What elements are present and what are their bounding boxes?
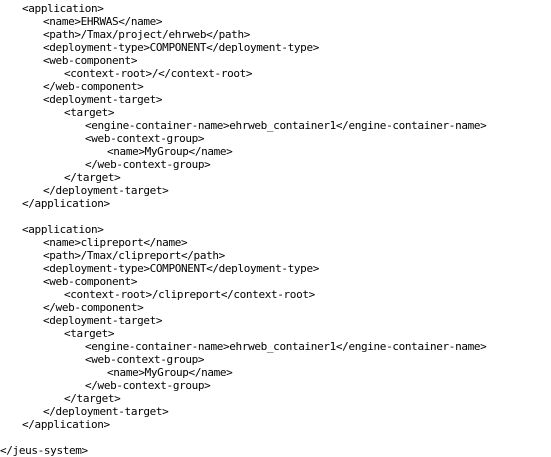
code-line: <context-root>/clipreport</context-root> bbox=[64, 288, 315, 301]
code-line: <target> bbox=[64, 327, 115, 340]
code-line: <name>MyGroup</name> bbox=[107, 145, 233, 158]
code-line: <application> bbox=[22, 223, 104, 236]
code-line: </target> bbox=[64, 392, 121, 405]
code-line: <web-context-group> bbox=[85, 132, 205, 145]
code-line: </application> bbox=[22, 197, 110, 210]
code-line: </deployment-target> bbox=[43, 405, 169, 418]
code-line: <name>EHRWAS</name> bbox=[43, 15, 163, 28]
code-line: <context-root>/</context-root> bbox=[64, 67, 253, 80]
code-line: <name>MyGroup</name> bbox=[107, 366, 233, 379]
code-line: </target> bbox=[64, 171, 121, 184]
code-line: <deployment-target> bbox=[43, 314, 163, 327]
code-line: <application> bbox=[22, 2, 104, 15]
code-line: </deployment-target> bbox=[43, 184, 169, 197]
code-line: <deployment-type>COMPONENT</deployment-t… bbox=[43, 262, 319, 275]
code-line: </application> bbox=[22, 418, 110, 431]
code-line: <web-context-group> bbox=[85, 353, 205, 366]
code-line: <target> bbox=[64, 106, 115, 119]
code-line: <path>/Tmax/project/ehrweb</path> bbox=[43, 28, 250, 41]
code-line: <deployment-target> bbox=[43, 93, 163, 106]
code-line: <engine-container-name>ehrweb_container1… bbox=[85, 119, 487, 132]
code-line: <name>clipreport</name> bbox=[43, 236, 188, 249]
code-line: <deployment-type>COMPONENT</deployment-t… bbox=[43, 41, 319, 54]
code-line: </web-context-group> bbox=[85, 379, 211, 392]
code-line: <web-component> bbox=[43, 275, 138, 288]
code-line: </web-context-group> bbox=[85, 158, 211, 171]
code-line: </web-component> bbox=[43, 301, 144, 314]
code-line: <engine-container-name>ehrweb_container1… bbox=[85, 340, 487, 353]
code-line: <web-component> bbox=[43, 54, 138, 67]
code-line: </web-component> bbox=[43, 80, 144, 93]
code-line: </jeus-system> bbox=[0, 444, 88, 457]
code-line: <path>/Tmax/clipreport</path> bbox=[43, 249, 225, 262]
